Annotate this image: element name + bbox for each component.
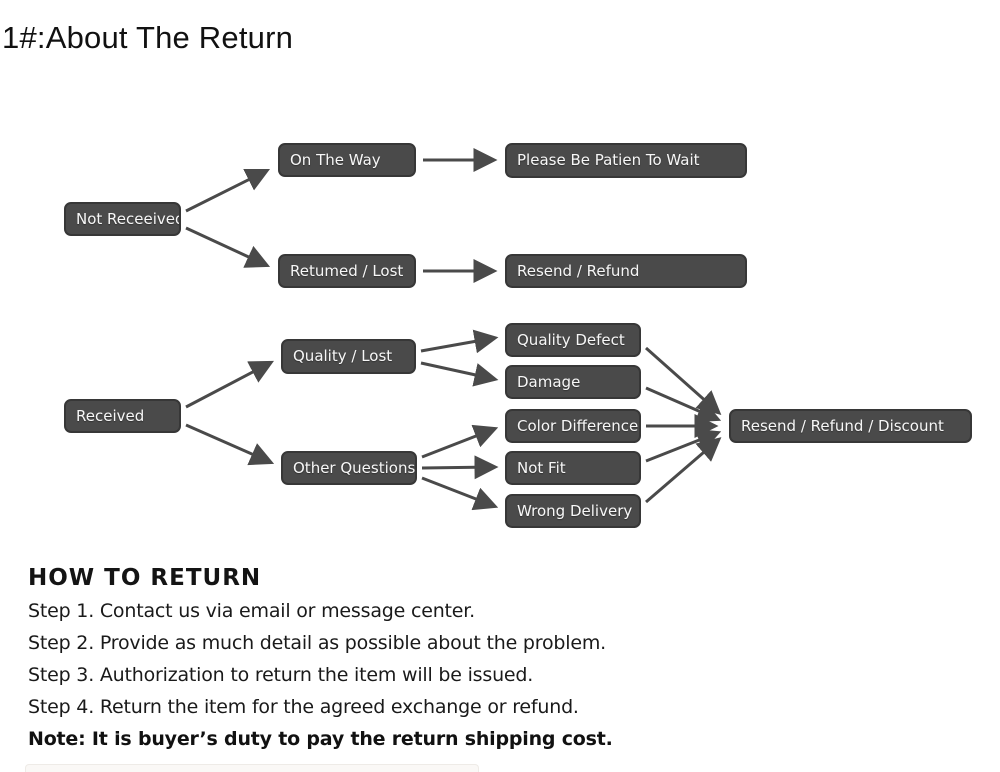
return-step-1: Step 1. Contact us via email or message …: [28, 600, 475, 622]
arrow-otherq-colordiff: [421, 424, 499, 459]
flow-node-returned-lost: Retumed / Lost: [278, 254, 416, 288]
page-title: 1#:About The Return: [2, 20, 294, 55]
flow-node-resend-refund: Resend / Refund: [505, 254, 747, 288]
return-step-4: Step 4. Return the item for the agreed e…: [28, 696, 579, 718]
flow-node-color-difference: Color Difference: [505, 409, 641, 443]
arrow-qualitylost-damage: [420, 361, 499, 387]
flow-node-other-questions: Other Questions: [281, 451, 417, 485]
return-step-2: Step 2. Provide as much detail as possib…: [28, 632, 606, 654]
return-step-3: Step 3. Authorization to return the item…: [28, 664, 534, 686]
return-note: Note: It is buyer’s duty to pay the retu…: [28, 728, 613, 750]
arrow-otherq-wrongdelivery: [421, 476, 499, 511]
flow-node-not-fit: Not Fit: [505, 451, 641, 485]
flow-node-damage: Damage: [505, 365, 641, 399]
flow-node-quality-defect: Quality Defect: [505, 323, 641, 357]
arrow-defect-discount: [645, 346, 722, 415]
flow-node-please-be-patient: Please Be Patien To Wait: [505, 143, 747, 178]
flow-node-received: Received: [64, 399, 181, 433]
flow-node-not-received: Not Receeived: [64, 202, 181, 236]
arrow-notreceived-ontheway: [185, 168, 271, 213]
arrow-notreceived-returned: [185, 226, 271, 268]
flow-node-quality-lost: Quality / Lost: [281, 339, 416, 374]
arrow-received-qualitylost: [185, 360, 274, 409]
arrow-wrongdelivery-discount: [645, 437, 722, 504]
how-to-return-heading: HOW TO RETURN: [28, 565, 262, 591]
arrow-notfit-discount: [645, 428, 722, 463]
arrow-qualitylost-defect: [420, 329, 499, 354]
arrow-otherq-notfit: [421, 455, 499, 480]
arrow-damage-discount: [645, 386, 722, 423]
arrow-received-otherq: [185, 423, 275, 466]
flow-node-resend-refund-discount: Resend / Refund / Discount: [729, 409, 972, 443]
cutoff-next-section-bar: [25, 764, 479, 772]
flow-node-on-the-way: On The Way: [278, 143, 416, 177]
flow-node-wrong-delivery: Wrong Delivery: [505, 494, 641, 528]
